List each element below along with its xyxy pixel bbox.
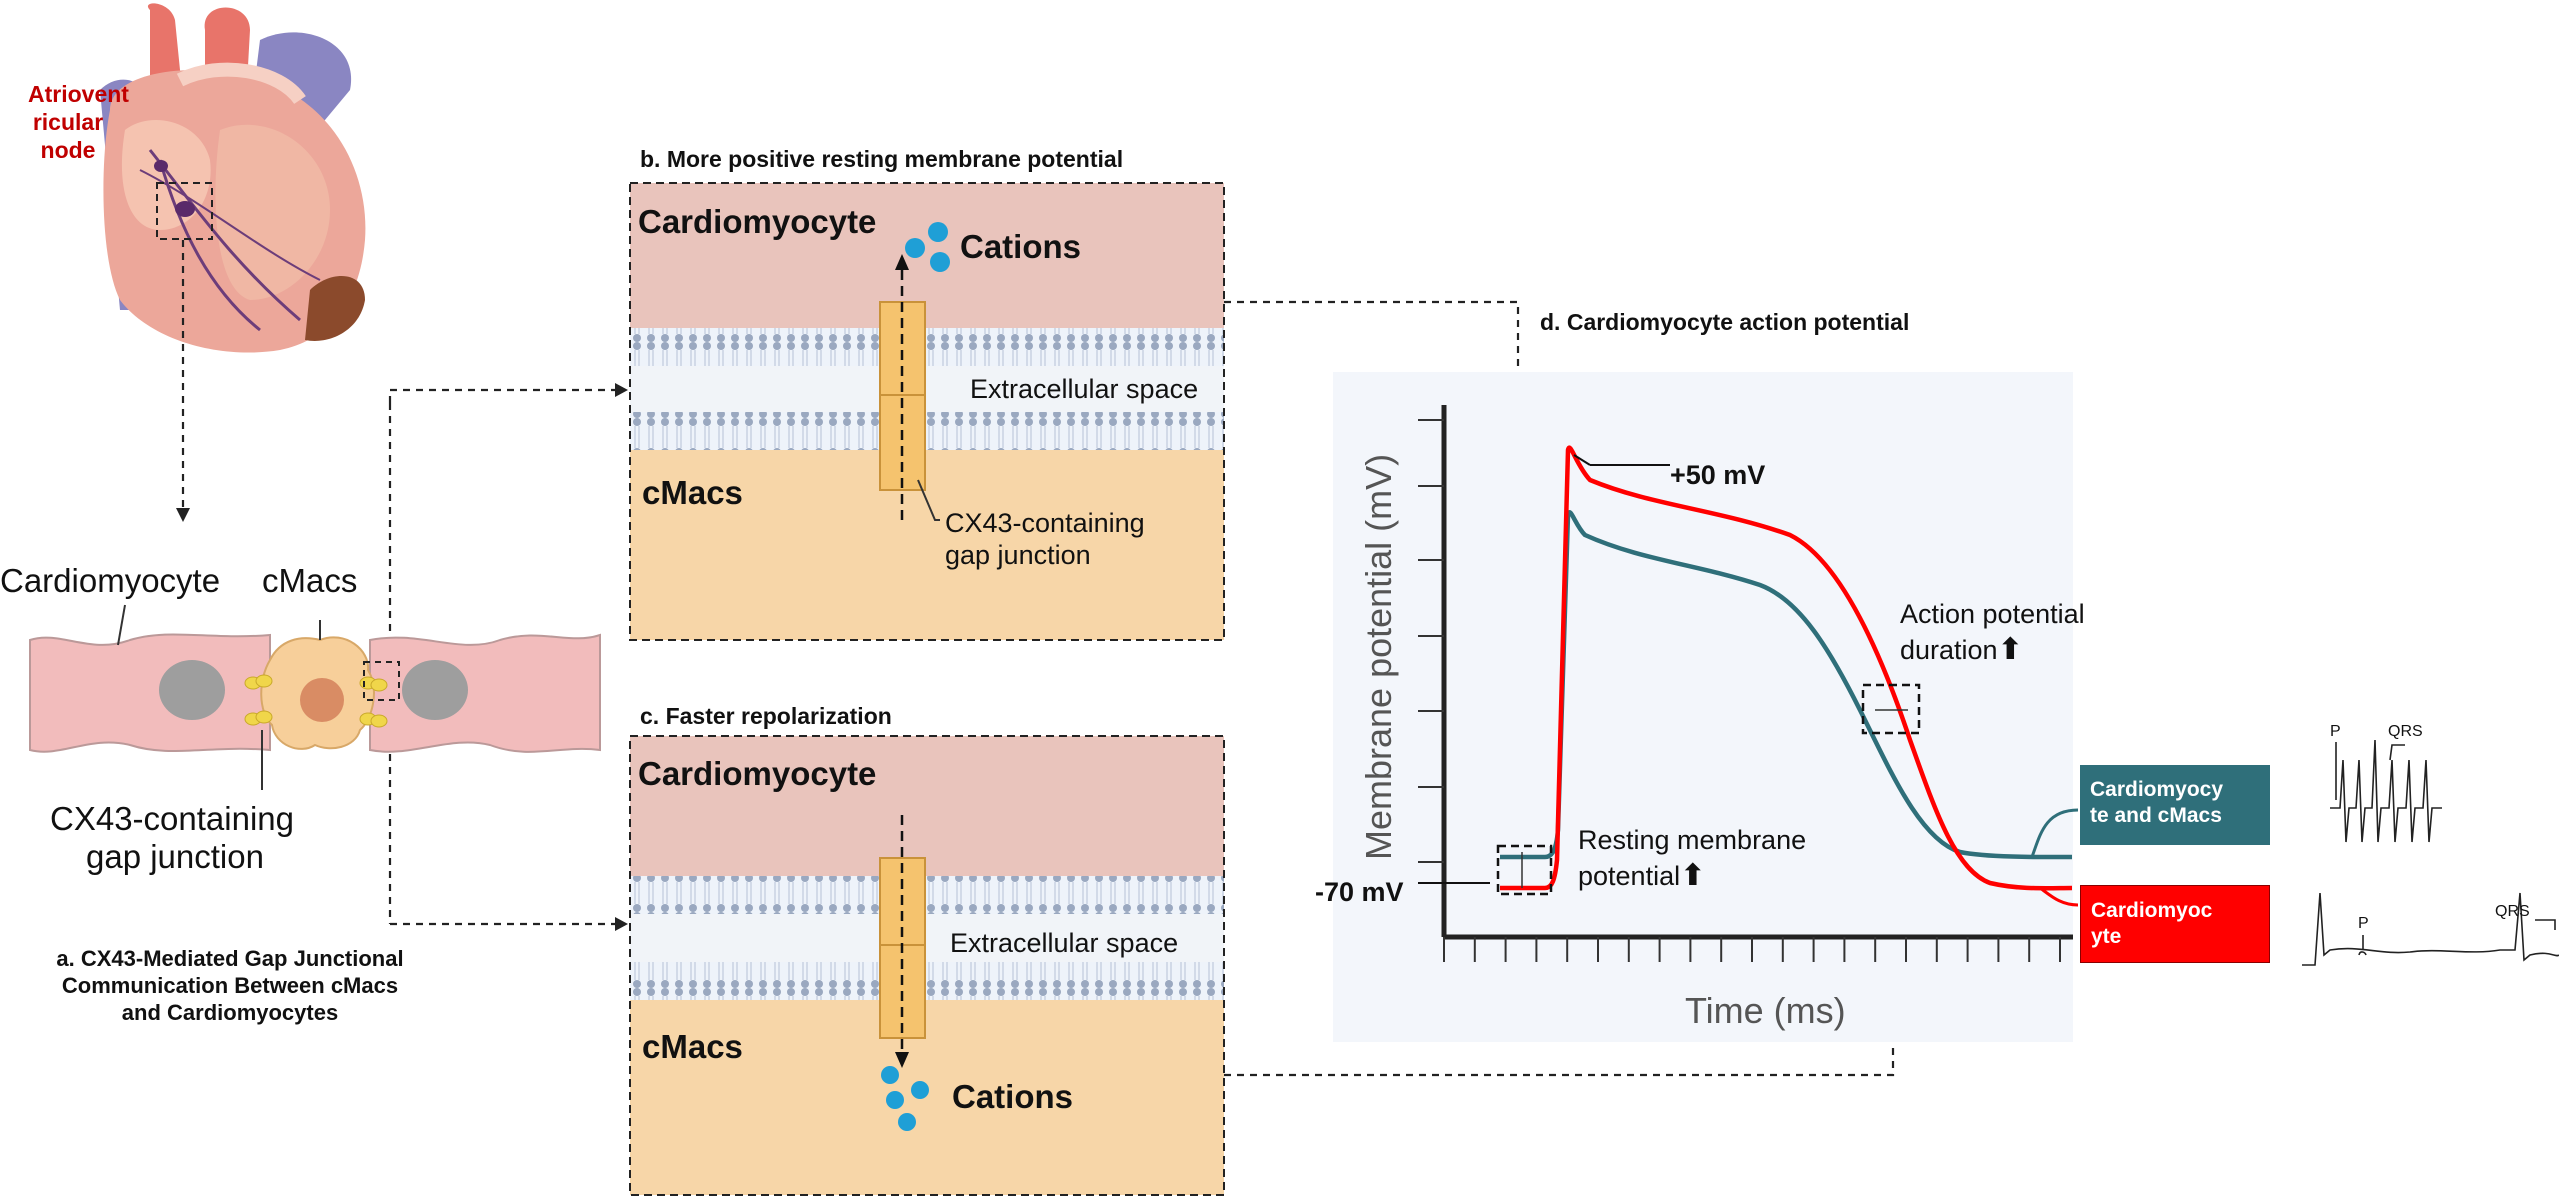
panel-b-extracellular-label: Extracellular space <box>970 374 1199 404</box>
panel-d-title: d. Cardiomyocyte action potential <box>1540 309 1910 335</box>
panel-a-caption-line-3: and Cardiomyocytes <box>121 1000 339 1025</box>
panel-a-junction-line-1: CX43-containing <box>50 800 294 837</box>
up-arrow-icon: ⬆ <box>1997 633 2023 666</box>
panel-c-cations-label: Cations <box>952 1078 1074 1115</box>
y-ticks <box>1418 419 1444 863</box>
panel-c-diagram <box>629 735 1225 1196</box>
panel-b-cardiomyocyte-label: Cardiomyocyte <box>638 203 877 240</box>
av-node-line-1: Atriovent <box>28 81 129 107</box>
apd-label: Action potential duration⬆ <box>1900 597 2085 668</box>
panel-a-junction-label: CX43-containing gap junction <box>50 800 294 876</box>
minus-70-mv-label: -70 mV <box>1315 877 1404 907</box>
heart-illustration <box>100 3 366 353</box>
panel-a-caption-line-2: Communication Between cMacs <box>61 973 399 998</box>
panel-c-title: c. Faster repolarization <box>640 703 892 729</box>
ecg-top-p-label: P <box>2330 723 2341 740</box>
panel-b-cations-label: Cations <box>960 228 1082 265</box>
action-potential-chart <box>1333 372 2079 1042</box>
panel-a-cells <box>29 604 601 790</box>
panel-b-junction-label: CX43-containing gap junction <box>945 507 1145 571</box>
panel-a-cmacs-label: cMacs <box>262 562 358 599</box>
ecg-bottom-p-label: P <box>2358 915 2369 932</box>
chart-x-axis-label: Time (ms) <box>1685 990 1846 1031</box>
panel-a-junction-line-2: gap junction <box>86 838 264 875</box>
legend-red-line-2: yte <box>2091 925 2122 948</box>
panel-b-diagram <box>629 182 1225 641</box>
av-node-line-3: node <box>40 137 96 163</box>
panel-c-cardiomyocyte-label: Cardiomyocyte <box>638 755 877 792</box>
panel-a-caption-line-1: a. CX43-Mediated Gap Junctional <box>56 946 404 971</box>
apd-line-2: duration <box>1900 635 1998 665</box>
legend-red-line-1: Cardiomyoc <box>2091 899 2213 922</box>
apd-line-2-wrap: duration⬆ <box>1900 632 2085 668</box>
panel-b-junction-line-1: CX43-containing <box>945 508 1145 538</box>
ecg-top-trace <box>2330 739 2442 843</box>
x-ticks <box>1443 937 2061 962</box>
panel-b-cmacs-label: cMacs <box>642 474 743 511</box>
ecg-bottom-trace <box>2302 892 2559 966</box>
panel-b-junction-line-2: gap junction <box>945 540 1091 570</box>
legend-red-box: Cardiomyoc yte <box>2080 885 2270 963</box>
panel-c-cmacs-label: cMacs <box>642 1028 743 1065</box>
av-node-label: Atriovent ricular node <box>28 80 129 164</box>
panel-b-title: b. More positive resting membrane potent… <box>640 146 1124 172</box>
ap-curve-red <box>1500 445 2073 891</box>
legend-teal-box: Cardiomyocy te and cMacs <box>2080 765 2270 845</box>
ap-curve-teal <box>1500 510 2073 860</box>
ecg-top-qrs-label: QRS <box>2388 723 2423 740</box>
av-node-line-2: ricular <box>32 109 104 135</box>
up-arrow-icon: ⬆ <box>1680 859 1706 892</box>
chart-y-axis-label: Membrane potential (mV) <box>1358 453 1399 860</box>
panel-c-extracellular-label: Extracellular space <box>950 928 1179 958</box>
panel-a-caption: a. CX43-Mediated Gap Junctional Communic… <box>30 945 430 1026</box>
ecg-bottom-qrs-label: QRS <box>2495 903 2530 920</box>
legend-teal-line-1: Cardiomyocy <box>2090 778 2224 801</box>
plus-50-mv-label: +50 mV <box>1670 460 1766 490</box>
legend-teal-line-2: te and cMacs <box>2090 804 2222 827</box>
rmp-line-2-wrap: potential⬆ <box>1578 858 1806 894</box>
apd-line-1: Action potential <box>1900 599 2085 629</box>
rmp-label: Resting membrane potential⬆ <box>1578 823 1806 894</box>
rmp-line-2: potential <box>1578 861 1681 891</box>
panel-a-cardiomyocyte-label: Cardiomyocyte <box>0 562 221 599</box>
rmp-line-1: Resting membrane <box>1578 825 1807 855</box>
